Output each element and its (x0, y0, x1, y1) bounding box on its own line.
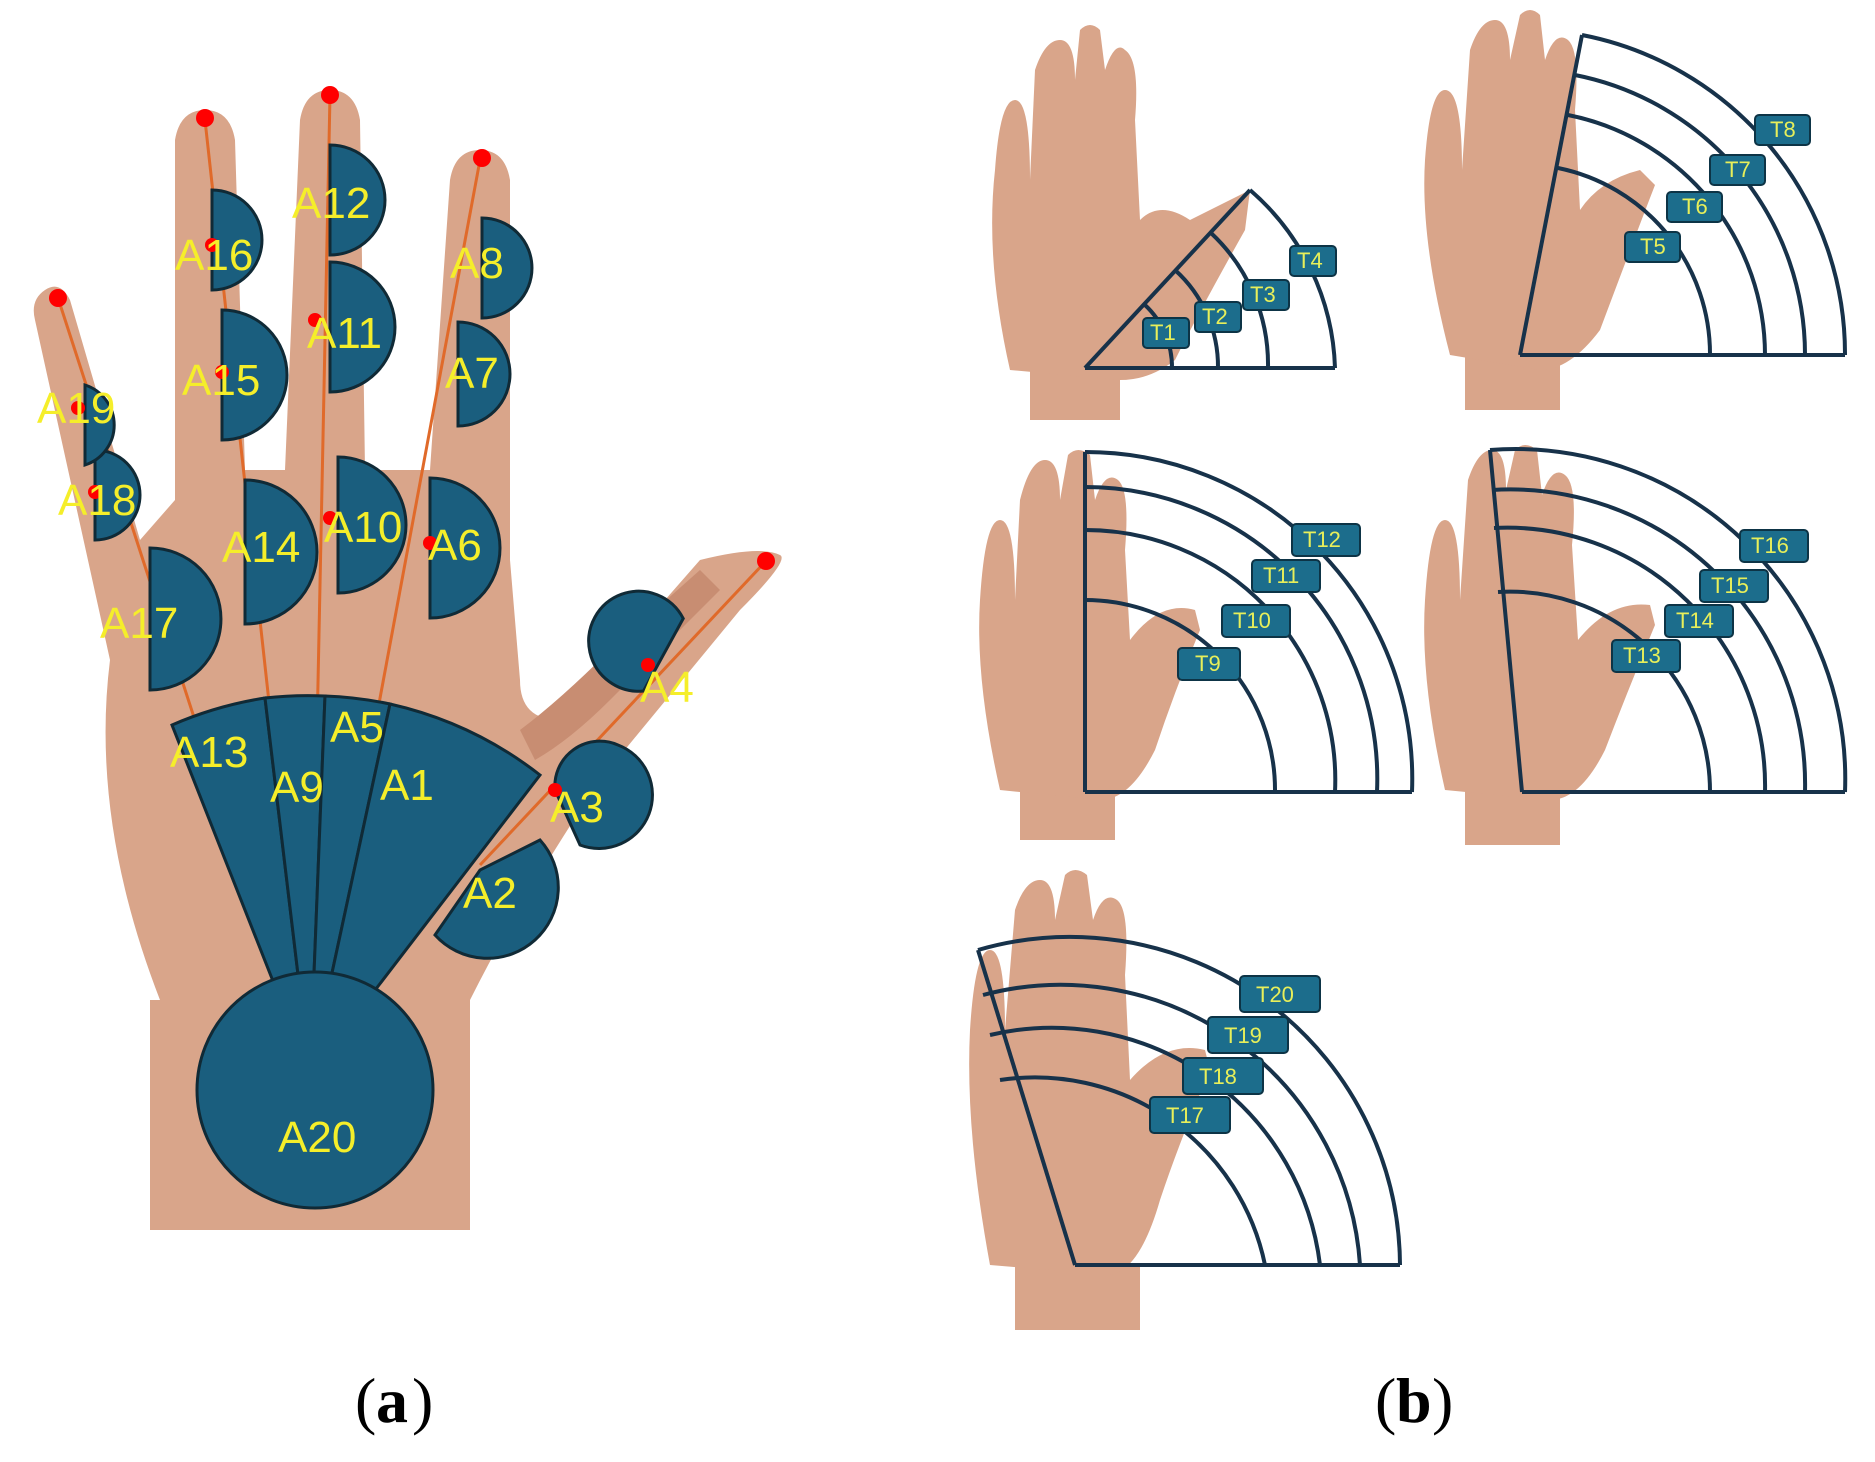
label-a19: A19 (37, 384, 115, 433)
tag-t7 (1709, 154, 1766, 186)
tag-t2-label: T2 (1202, 304, 1228, 329)
caption-b: ( b ) (1375, 1365, 1453, 1436)
subpanel-t5-t8: T5 T6 T7 T8 (1424, 10, 1848, 410)
tag-t8 (1754, 114, 1811, 146)
region-a16 (210, 188, 264, 292)
tag-t19 (1207, 1016, 1289, 1054)
tag-t17 (1149, 1096, 1231, 1134)
label-a6: A6 (428, 521, 482, 570)
panel-a: A1 A2 A3 A4 A5 A6 A7 A8 A9 A10 A11 A12 A… (33, 86, 782, 1436)
tag-t11 (1251, 559, 1321, 593)
label-a12: A12 (292, 179, 370, 228)
region-a14 (243, 478, 319, 626)
region-a8 (480, 216, 534, 320)
tag-t13-label: T13 (1623, 643, 1661, 668)
caption-a: ( a ) (355, 1365, 433, 1436)
label-a7: A7 (445, 349, 499, 398)
region-labels: A1 A2 A3 A4 A5 A6 A7 A8 A9 A10 A11 A12 A… (37, 179, 694, 1162)
caption-b-open: ( (1375, 1365, 1396, 1436)
tag-t20-label: T20 (1256, 982, 1294, 1007)
panel-b: T1 T2 T3 T4 T5 T6 T7 T8 (969, 10, 1848, 1436)
region-a7 (456, 320, 512, 428)
region-a17 (148, 546, 223, 692)
label-a13: A13 (170, 728, 248, 777)
tag-t1 (1142, 317, 1190, 349)
subpanel-t9-t12: T9 T10 T11 T12 (979, 450, 1415, 840)
tag-t3 (1242, 279, 1290, 311)
label-a1: A1 (380, 761, 434, 810)
region-a19 (83, 382, 116, 468)
caption-a-letter: a (376, 1365, 408, 1436)
label-a14: A14 (222, 523, 300, 572)
region-a11 (328, 260, 397, 394)
region-a2 (433, 838, 560, 960)
region-a4 (587, 589, 685, 693)
tag-t4 (1289, 245, 1337, 277)
caption-b-close: ) (1432, 1365, 1453, 1436)
tag-t4-label: T4 (1297, 248, 1323, 273)
tag-t18-label: T18 (1199, 1064, 1237, 1089)
tag-t15-label: T15 (1711, 573, 1749, 598)
label-a11: A11 (307, 309, 382, 358)
region-a3 (553, 739, 654, 850)
subpanel-t17-t20: T17 T18 T19 T20 (969, 870, 1402, 1330)
tag-t10 (1221, 604, 1291, 638)
tag-t9-label: T9 (1195, 651, 1221, 676)
label-a8: A8 (450, 239, 504, 288)
tag-t16 (1739, 529, 1809, 563)
tag-t17-label: T17 (1166, 1103, 1204, 1128)
tag-t19-label: T19 (1224, 1023, 1262, 1048)
label-a16: A16 (175, 231, 253, 280)
tag-t20 (1239, 975, 1321, 1013)
label-a17: A17 (100, 599, 178, 648)
tag-t18 (1182, 1057, 1264, 1095)
region-a15 (220, 308, 289, 442)
tag-t12 (1291, 523, 1361, 557)
region-a18 (93, 448, 142, 542)
label-a20: A20 (278, 1113, 356, 1162)
tag-t6-label: T6 (1682, 194, 1708, 219)
tag-t1-label: T1 (1150, 320, 1176, 345)
label-a5: A5 (330, 703, 384, 752)
tag-t15 (1699, 569, 1769, 603)
region-a1 (308, 702, 543, 1076)
tag-t2 (1194, 301, 1242, 333)
tag-t9 (1177, 647, 1241, 681)
tag-t13 (1611, 639, 1681, 673)
tag-t12-label: T12 (1303, 527, 1341, 552)
tag-t5 (1624, 231, 1681, 263)
landmarks (49, 86, 775, 797)
caption-b-letter: b (1396, 1365, 1432, 1436)
subpanel-t13-t16: T13 T14 T15 T16 (1424, 445, 1848, 845)
tag-t16-label: T16 (1751, 533, 1789, 558)
caption-a-close: ) (412, 1365, 433, 1436)
label-a15: A15 (182, 356, 260, 405)
caption-a-open: ( (355, 1365, 376, 1436)
tag-t7-label: T7 (1725, 157, 1751, 182)
region-a20 (195, 970, 435, 1210)
label-a2: A2 (463, 869, 517, 918)
region-a12 (328, 143, 387, 257)
region-a10 (336, 455, 408, 595)
label-a4: A4 (640, 663, 694, 712)
tag-t11-label: T11 (1263, 563, 1299, 588)
finger-regions (83, 143, 685, 960)
tag-t14-label: T14 (1676, 608, 1714, 633)
tag-t6 (1666, 191, 1723, 223)
label-a3: A3 (550, 783, 604, 832)
tag-t14 (1664, 604, 1734, 638)
label-a9: A9 (270, 763, 324, 812)
tag-t8-label: T8 (1770, 117, 1796, 142)
label-a18: A18 (58, 476, 136, 525)
subpanel-t1-t4: T1 T2 T3 T4 (992, 25, 1337, 420)
region-a6 (428, 476, 502, 620)
tag-t5-label: T5 (1640, 234, 1666, 259)
label-a10: A10 (324, 503, 402, 552)
tag-t10-label: T10 (1233, 608, 1271, 633)
tag-t3-label: T3 (1250, 282, 1276, 307)
